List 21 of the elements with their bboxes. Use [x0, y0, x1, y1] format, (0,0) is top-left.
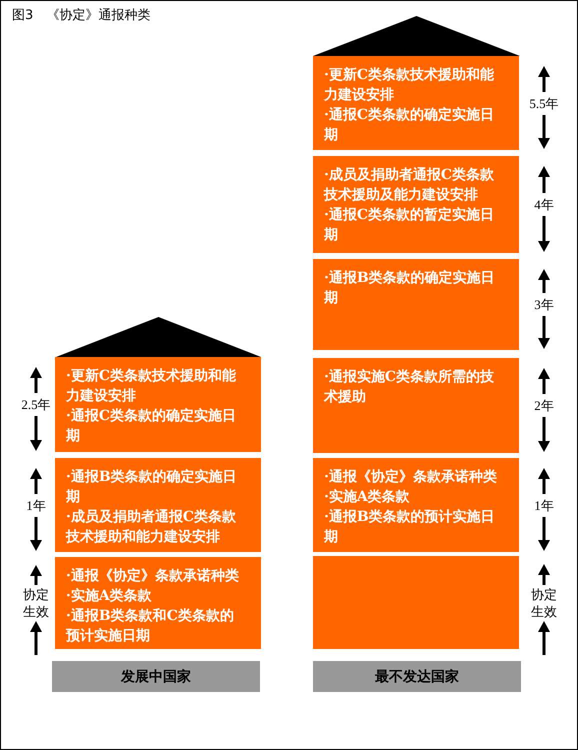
bullet-text: ·实施A类条款 [66, 586, 153, 606]
roof [313, 16, 520, 56]
bullet-text: ·通报B类条款的确定实施日期 [66, 468, 238, 507]
bullet-text: ·成员及捐助者通报C类条款技术援助和能力建设安排 [66, 508, 238, 547]
bullet-text: ·实施A类条款 [324, 488, 411, 507]
bullet-text: ·通报《协定》条款承诺种类 [324, 468, 498, 487]
bullet-text: ·通报实施C类条款所需的技术援助 [324, 368, 496, 407]
category-bar: 最不发达国家 [313, 661, 521, 692]
roof [56, 317, 261, 357]
bullet-text: ·通报C类条款的确定实施日期 [324, 106, 496, 145]
category-bar: 发展中国家 [52, 661, 260, 692]
bullet-text: ·更新C类条款技术援助和能力建设安排 [66, 366, 238, 406]
bullet-text: ·通报B类条款的确定实施日期 [324, 268, 496, 308]
figure-title: 图3 《协定》通报种类 [12, 7, 150, 25]
bullet-text: ·通报B类条款的预计实施日期 [324, 508, 496, 547]
bullet-text: ·更新C类条款技术援助和能力建设安排 [324, 66, 496, 105]
bullet-text: ·通报B类条款和C类条款的预计实施日期 [66, 607, 235, 646]
bullet-text: ·成员及捐助者通报C类条款技术援助及能力建设安排 [324, 166, 496, 205]
bullet-text: ·通报《协定》条款承诺种类 [66, 566, 240, 586]
bullet-text: ·通报C类条款的确定实施日期 [66, 406, 238, 446]
bullet-text: ·通报C类条款的暂定实施日期 [324, 206, 496, 245]
